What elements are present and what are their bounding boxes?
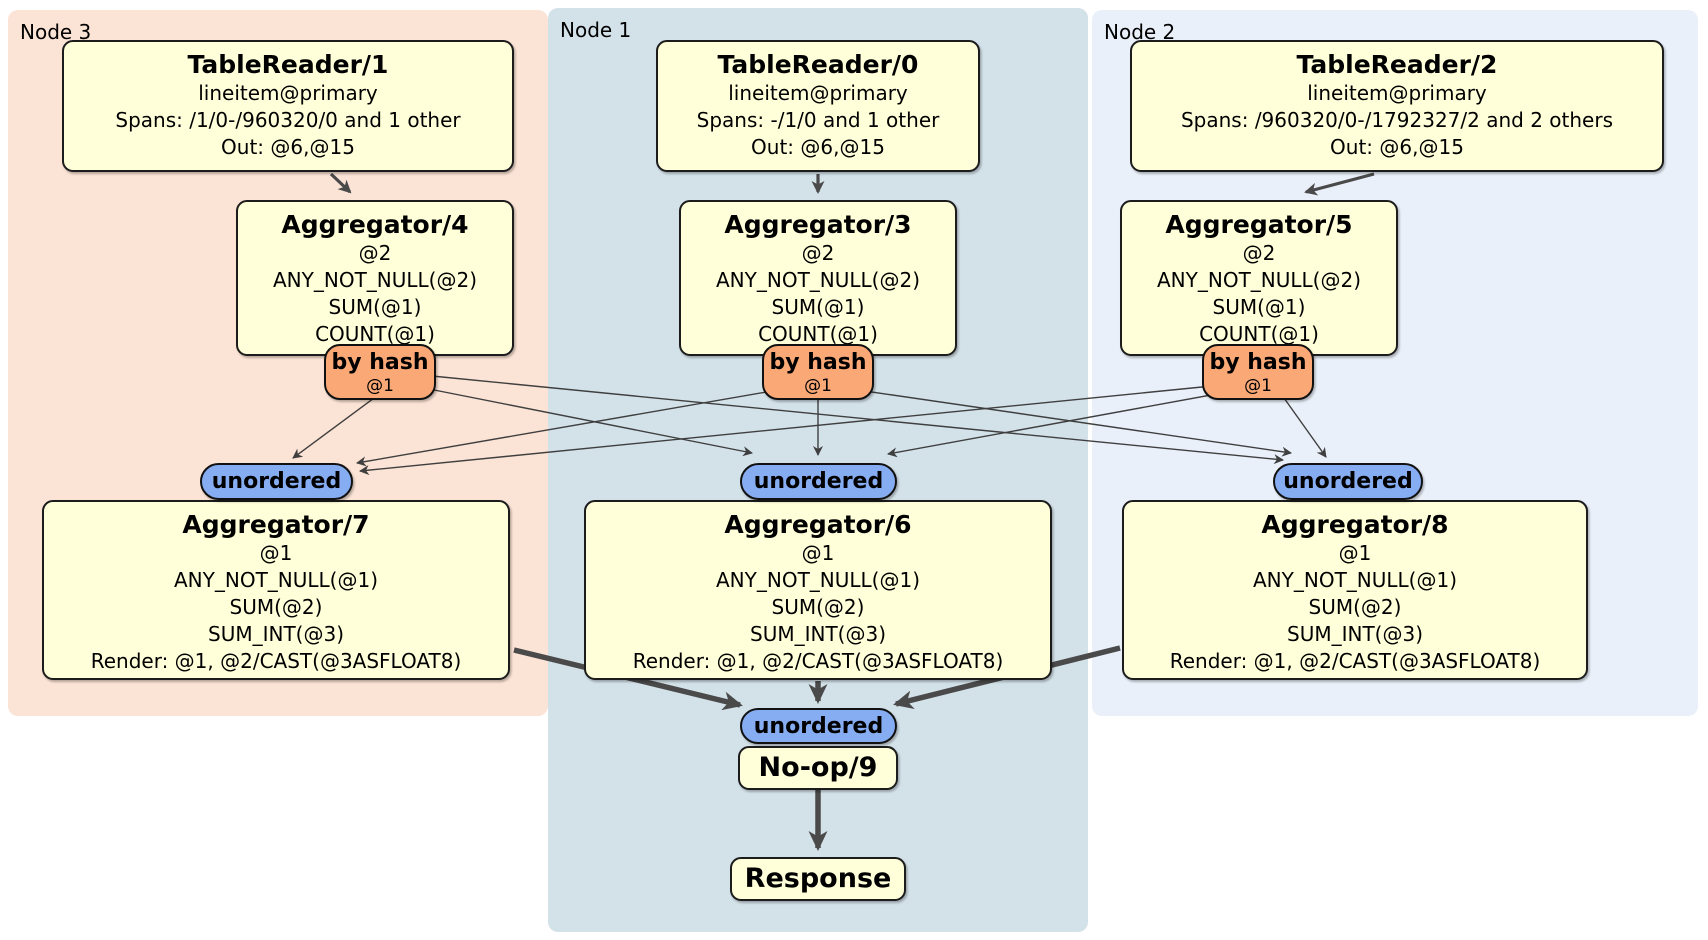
edge-byhash-node2-to-unordered-node2 (1283, 397, 1327, 458)
processor-aggregator-6: Aggregator/6 @1 ANY_NOT_NULL(@1) SUM(@2)… (584, 500, 1052, 680)
router-by-hash-node3: by hash @1 (324, 344, 436, 400)
processor-title: Aggregator/8 (1261, 510, 1449, 539)
aggregator-fn: ANY_NOT_NULL(@2) (716, 268, 920, 292)
aggregator-fn: COUNT(@1) (758, 322, 878, 346)
router-by-hash-node2: by hash @1 (1202, 344, 1314, 400)
processor-title: Aggregator/7 (182, 510, 370, 539)
router-columns: @1 (1244, 376, 1272, 396)
edge-byhash-node1-to-unordered-node3 (356, 389, 779, 467)
aggregator-fn: SUM(@2) (1308, 595, 1402, 619)
aggregator-group-cols: @2 (358, 241, 392, 265)
router-label: by hash (769, 350, 867, 375)
processor-title: Aggregator/6 (724, 510, 912, 539)
aggregator-render: Render: @1, @2/CAST(@3ASFLOAT8) (632, 649, 1004, 673)
aggregator-fn: ANY_NOT_NULL(@1) (1253, 568, 1457, 592)
processor-spans: Spans: -/1/0 and 1 other (696, 108, 940, 132)
processor-tablereader-0: TableReader/0 lineitem@primary Spans: -/… (656, 40, 980, 172)
aggregator-fn: SUM(@2) (229, 595, 323, 619)
aggregator-fn: SUM_INT(@3) (1287, 622, 1423, 646)
processor-title: No-op/9 (758, 752, 878, 783)
processor-tablereader-1: TableReader/1 lineitem@primary Spans: /1… (62, 40, 514, 172)
aggregator-fn: SUM_INT(@3) (208, 622, 344, 646)
edge-tablereader1-to-aggregator4 (329, 172, 352, 194)
aggregator-fn: SUM(@1) (328, 295, 422, 319)
aggregator-group-cols: @1 (259, 541, 293, 565)
processor-tablereader-2: TableReader/2 lineitem@primary Spans: /9… (1130, 40, 1664, 172)
aggregator-group-cols: @1 (1338, 541, 1372, 565)
edge-tablereader2-to-aggregator5 (1304, 172, 1375, 196)
edge-byhash-node3-to-unordered-node2 (431, 375, 1284, 465)
processor-aggregator-3: Aggregator/3 @2 ANY_NOT_NULL(@2) SUM(@1)… (679, 200, 957, 356)
aggregator-fn: SUM(@1) (771, 295, 865, 319)
processor-spans: Spans: /960320/0-/1792327/2 and 2 others (1180, 108, 1613, 132)
processor-noop-9: No-op/9 (738, 746, 898, 790)
edge-byhash-node2-to-unordered-node1 (887, 392, 1223, 458)
aggregator-fn: ANY_NOT_NULL(@2) (273, 268, 477, 292)
aggregator-group-cols: @2 (801, 241, 835, 265)
processor-out: Out: @6,@15 (221, 135, 355, 159)
sync-unordered-node1: unordered (740, 463, 897, 500)
sync-label: unordered (211, 469, 342, 494)
region-label-node1: Node 1 (560, 18, 632, 42)
processor-aggregator-4: Aggregator/4 @2 ANY_NOT_NULL(@2) SUM(@1)… (236, 200, 514, 356)
aggregator-render: Render: @1, @2/CAST(@3ASFLOAT8) (90, 649, 462, 673)
processor-title: Aggregator/4 (281, 210, 469, 239)
processor-title: Aggregator/5 (1165, 210, 1353, 239)
processor-out: Out: @6,@15 (1330, 135, 1464, 159)
processor-title: TableReader/1 (187, 50, 389, 79)
sync-label: unordered (753, 469, 884, 494)
edge-byhash-node2-to-unordered-node3 (359, 385, 1213, 476)
processor-aggregator-8: Aggregator/8 @1 ANY_NOT_NULL(@1) SUM(@2)… (1122, 500, 1588, 680)
processor-title: TableReader/0 (717, 50, 919, 79)
processor-out: Out: @6,@15 (751, 135, 885, 159)
aggregator-group-cols: @2 (1242, 241, 1276, 265)
aggregator-fn: COUNT(@1) (1199, 322, 1319, 346)
response-box: Response (730, 857, 906, 901)
aggregator-fn: ANY_NOT_NULL(@2) (1157, 268, 1361, 292)
aggregator-render: Render: @1, @2/CAST(@3ASFLOAT8) (1169, 649, 1541, 673)
processor-index: lineitem@primary (728, 81, 908, 105)
sync-unordered-node2: unordered (1273, 463, 1423, 500)
sync-unordered-final: unordered (740, 708, 897, 744)
edge-byhash-node3-to-unordered-node3 (292, 397, 375, 459)
aggregator-fn: COUNT(@1) (315, 322, 435, 346)
processor-index: lineitem@primary (1307, 81, 1487, 105)
edge-byhash-node1-to-unordered-node2 (857, 389, 1292, 457)
aggregator-fn: ANY_NOT_NULL(@1) (174, 568, 378, 592)
processor-title: Response (744, 863, 892, 894)
router-columns: @1 (804, 376, 832, 396)
processor-title: Aggregator/3 (724, 210, 912, 239)
processor-aggregator-5: Aggregator/5 @2 ANY_NOT_NULL(@2) SUM(@1)… (1120, 200, 1398, 356)
aggregator-fn: SUM(@2) (771, 595, 865, 619)
aggregator-fn: ANY_NOT_NULL(@1) (716, 568, 920, 592)
sync-label: unordered (1283, 469, 1413, 494)
aggregator-fn: SUM_INT(@3) (750, 622, 886, 646)
router-label: by hash (331, 350, 429, 375)
processor-title: TableReader/2 (1296, 50, 1498, 79)
sync-label: unordered (753, 713, 884, 739)
processor-spans: Spans: /1/0-/960320/0 and 1 other (115, 108, 461, 132)
edge-byhash-node3-to-unordered-node1 (423, 387, 753, 457)
router-columns: @1 (366, 376, 394, 396)
router-label: by hash (1209, 350, 1307, 375)
processor-index: lineitem@primary (198, 81, 378, 105)
aggregator-group-cols: @1 (801, 541, 835, 565)
sync-unordered-node3: unordered (200, 463, 353, 500)
router-by-hash-node1: by hash @1 (762, 344, 874, 400)
processor-aggregator-7: Aggregator/7 @1 ANY_NOT_NULL(@1) SUM(@2)… (42, 500, 510, 680)
aggregator-fn: SUM(@1) (1212, 295, 1306, 319)
